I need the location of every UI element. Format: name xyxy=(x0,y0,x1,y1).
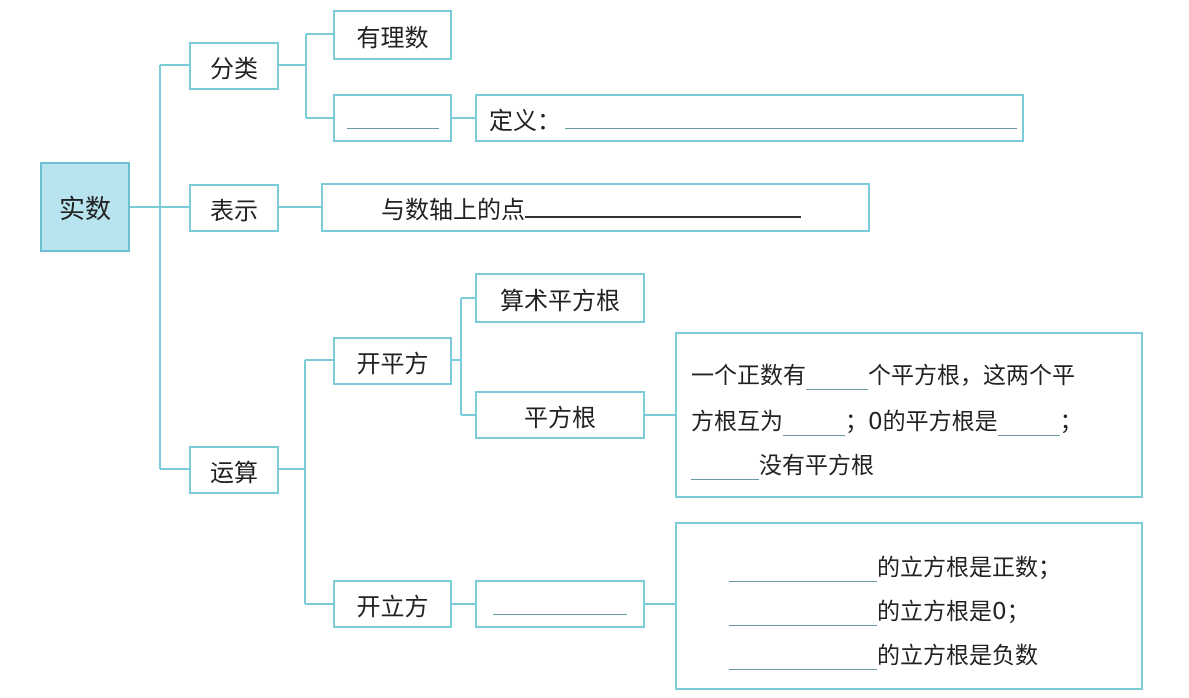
definition-label: 定义： xyxy=(489,106,561,135)
classify-node: 分类 xyxy=(189,42,279,90)
rational-label: 有理数 xyxy=(356,23,429,52)
sqrt-props-l1a: 一个正数有 xyxy=(691,363,806,389)
sqrt-props-l1b: 个平方根，这两个平 xyxy=(868,363,1075,389)
rational-node: 有理数 xyxy=(333,10,452,60)
cube-open-node: 开立方 xyxy=(333,580,452,628)
cube-zero-blank xyxy=(729,597,877,626)
irrational-blank xyxy=(346,100,439,129)
sqrt-props-l2b: ；0的平方根是 xyxy=(845,409,998,435)
sqrt-count-blank xyxy=(806,361,868,390)
square-root-props-box: 一个正数有 个平方根，这两个平 方根互为 ；0的平方根是 ； 没有平方根 xyxy=(675,332,1143,498)
arith-sqrt-node: 算术平方根 xyxy=(475,273,645,323)
cube-props-line-2: 的立方根是0； xyxy=(729,592,1030,626)
sqrt-none-blank xyxy=(691,451,759,480)
sqrt-zero-blank xyxy=(997,407,1060,436)
irrational-blank-node xyxy=(333,94,452,142)
sqrt-props-l2a: 方根互为 xyxy=(691,409,783,435)
operation-label: 运算 xyxy=(210,458,258,487)
sqrt-open-node: 开平方 xyxy=(333,337,452,385)
cube-root-blank-node xyxy=(475,580,645,628)
square-root-label: 平方根 xyxy=(524,403,596,432)
cube-root-props-box: 的立方根是正数； 的立方根是0； 的立方根是负数 xyxy=(675,522,1143,690)
square-root-node: 平方根 xyxy=(475,391,645,439)
sqrt-props-line-2: 方根互为 ；0的平方根是 ； xyxy=(691,402,1083,436)
definition-blank xyxy=(565,100,1017,129)
sqrt-props-line-1: 一个正数有 个平方根，这两个平 xyxy=(691,356,1075,390)
arith-sqrt-label: 算术平方根 xyxy=(500,286,620,315)
represent-text: 与数轴上的点 xyxy=(381,196,525,224)
cube-props-l3: 的立方根是负数 xyxy=(877,643,1038,669)
root-node: 实数 xyxy=(40,162,130,252)
sqrt-props-l2c: ； xyxy=(1059,409,1083,435)
cube-root-blank xyxy=(493,586,627,615)
represent-node: 表示 xyxy=(189,184,279,232)
sqrt-props-line-3: 没有平方根 xyxy=(691,446,874,480)
represent-label: 表示 xyxy=(210,196,258,225)
represent-detail-node: 与数轴上的点 xyxy=(321,183,870,232)
cube-props-line-3: 的立方根是负数 xyxy=(729,636,1038,670)
cube-props-line-1: 的立方根是正数； xyxy=(729,548,1061,582)
sqrt-relation-blank xyxy=(783,407,845,436)
definition-node: 定义： xyxy=(475,94,1024,142)
classify-label: 分类 xyxy=(210,54,258,83)
cube-open-label: 开立方 xyxy=(356,592,429,621)
sqrt-open-label: 开平方 xyxy=(356,349,429,378)
represent-blank xyxy=(525,188,801,218)
operation-node: 运算 xyxy=(189,446,279,494)
cube-negative-blank xyxy=(729,641,877,670)
root-label: 实数 xyxy=(58,194,111,225)
cube-props-l1: 的立方根是正数； xyxy=(877,555,1061,581)
sqrt-props-l3: 没有平方根 xyxy=(759,453,874,479)
cube-props-l2: 的立方根是0； xyxy=(877,599,1030,625)
cube-positive-blank xyxy=(729,553,877,582)
